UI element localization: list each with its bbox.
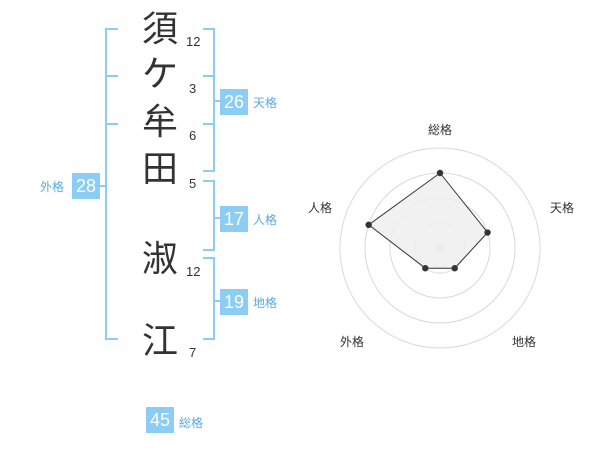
chikaku-label: 地格 [253,296,278,310]
radar-axis-label-chikaku: 地格 [511,335,536,349]
stroke-count-2: 3 [189,81,197,96]
soukaku-label: 総格 [179,416,204,430]
jinkaku-value: 17 [220,206,248,232]
radar-point-1 [436,169,444,177]
given-char-1: 淑 [141,239,178,280]
stroke-count-6: 7 [189,345,197,360]
surname-char-4: 田 [141,149,178,190]
gaikaku-value: 28 [72,173,100,199]
surname-char-1: 須 [141,9,178,50]
stroke-count-3: 6 [189,128,197,143]
radar-point-4 [422,265,429,272]
radar-point-5 [365,221,372,229]
radar-axis-label-jinkaku: 人格 [307,201,332,215]
jinkaku-label: 人格 [253,213,278,227]
radar-ring [339,147,541,349]
soukaku-value: 45 [146,407,174,433]
radar-axis-label-gaikaku: 外格 [339,335,364,349]
gaikaku-label: 外格 [40,180,65,194]
stroke-count-1: 12 [186,34,201,49]
radar-axis-label-soukaku: 総格 [427,123,452,137]
jinkaku-bracket [203,180,215,251]
chikaku-bracket [203,257,215,340]
surname-char-2: ケ [141,54,178,95]
radar-point-2 [484,229,491,236]
stroke-count-4: 5 [189,176,197,191]
gaikaku-bracket [105,28,118,340]
chikaku-value: 19 [220,289,248,315]
radar-point-3 [451,265,458,272]
given-char-2: 江 [141,321,178,362]
radar-series-area [367,172,489,269]
surname-char-3: 牟 [141,102,178,143]
stroke-count-5: 12 [186,264,201,279]
radar-axis-label-tenkaku: 天格 [549,201,574,215]
tenkaku-value: 26 [220,89,248,115]
tenkaku-label: 天格 [253,96,278,110]
